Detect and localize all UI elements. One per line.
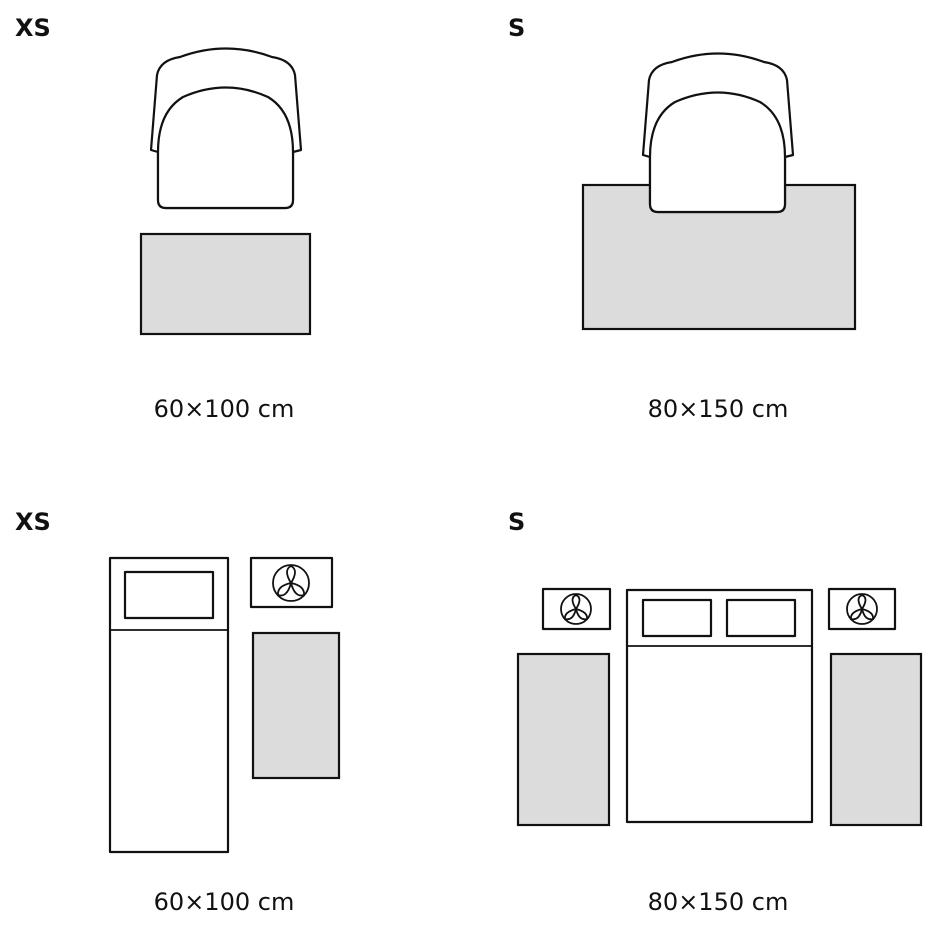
flower-icon [272, 564, 310, 602]
rug-icon [516, 652, 611, 827]
rug-icon [251, 631, 341, 780]
nightstand-icon [827, 587, 897, 631]
armchair-icon [149, 47, 303, 210]
size-label-top-right: S [508, 14, 526, 42]
size-label-bottom-right: S [508, 508, 526, 536]
nightstand-icon [249, 556, 334, 609]
dimension-label-bottom-right: 80×150 cm [647, 888, 789, 916]
single-bed-icon [108, 556, 230, 854]
dimension-label-bottom-left: 60×100 cm [153, 888, 295, 916]
size-label-top-left: XS [15, 14, 51, 42]
flower-icon [560, 593, 592, 625]
dimension-label-top-right: 80×150 cm [647, 395, 789, 423]
double-bed-icon [625, 588, 814, 824]
armchair-icon [641, 52, 795, 214]
rug-icon [829, 652, 923, 827]
nightstand-icon [541, 587, 612, 631]
size-label-bottom-left: XS [15, 508, 51, 536]
rug-icon [139, 232, 312, 336]
flower-icon [846, 593, 878, 625]
dimension-label-top-left: 60×100 cm [153, 395, 295, 423]
